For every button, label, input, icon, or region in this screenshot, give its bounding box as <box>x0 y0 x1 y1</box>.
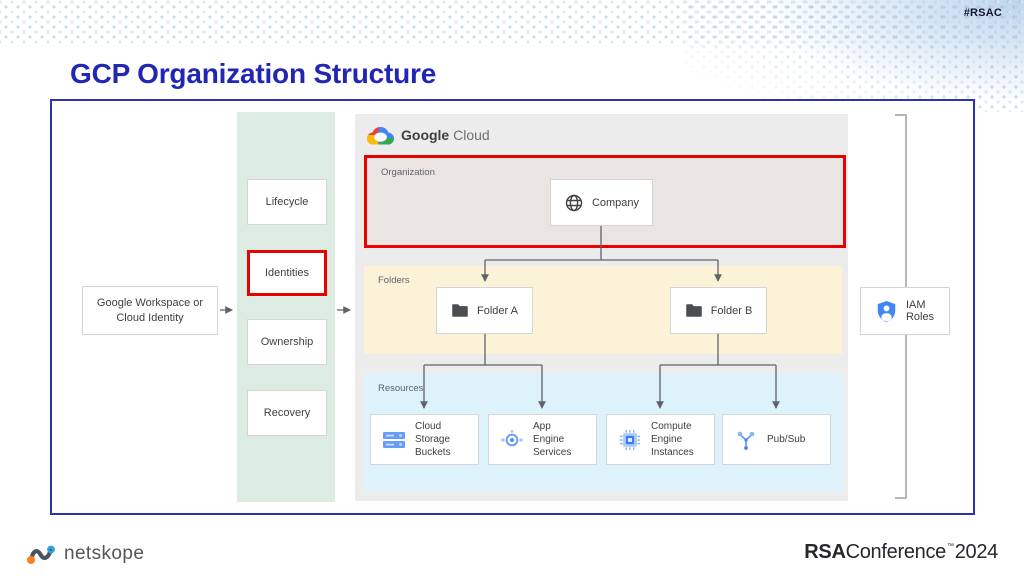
rsa-logo-year: 2024 <box>954 541 999 563</box>
corner-dot-pattern <box>684 0 1024 112</box>
iam-roles-node: IAM Roles <box>860 287 950 335</box>
resource-label: Pub/Sub <box>767 434 806 445</box>
google-workspace-box: Google Workspace or Cloud Identity <box>82 286 218 335</box>
pillar-recovery: Recovery <box>247 390 327 436</box>
pubsub-node: Pub/Sub <box>722 414 831 465</box>
folder-icon <box>452 304 468 317</box>
pillar-label: Identities <box>264 267 310 279</box>
pillar-identities-highlighted: Identities <box>247 250 327 296</box>
pillar-label: Lifecycle <box>265 196 309 208</box>
page-title: GCP Organization Structure <box>70 58 437 89</box>
rsa-logo-regular: Conference <box>845 541 947 563</box>
netskope-wordmark: netskope <box>64 543 145 564</box>
folder-icon <box>685 304 702 317</box>
netskope-logo-icon <box>27 545 55 564</box>
rsac-hashtag: #RSAC <box>963 7 1002 19</box>
pillar-label: Ownership <box>260 336 314 348</box>
resource-label: App Engine Services <box>533 421 572 458</box>
cloud-storage-node: Cloud Storage Buckets <box>370 414 479 465</box>
iam-roles-label: IAM Roles <box>905 299 935 323</box>
rsa-logo-tm: ™ <box>947 543 954 550</box>
folder-a-node: Folder A <box>436 287 533 334</box>
app-engine-icon <box>501 429 523 446</box>
diagram-container: Lifecycle Identities Ownership Recovery … <box>50 99 975 515</box>
globe-icon <box>565 194 583 211</box>
google-cloud-logo: Google Cloud <box>367 124 490 146</box>
resource-label: Cloud Storage Buckets <box>415 421 451 458</box>
organization-band-label: Organization <box>381 167 435 178</box>
rsa-logo-bold: RSA <box>804 541 846 563</box>
pillar-label: Recovery <box>263 407 311 419</box>
shield-icon <box>877 300 896 322</box>
pillar-ownership: Ownership <box>247 319 327 365</box>
google-cloud-logo-icon <box>367 126 394 145</box>
cloud-storage-icon <box>383 431 405 448</box>
resources-band-label: Resources <box>378 383 424 394</box>
logo-brand: Google <box>401 127 450 143</box>
folders-band-label: Folders <box>378 275 410 286</box>
google-cloud-logo-text: Google Cloud <box>401 127 490 143</box>
company-node: Company <box>550 179 653 226</box>
folder-label: Folder A <box>477 304 518 317</box>
company-label: Company <box>591 196 640 209</box>
folder-b-node: Folder B <box>670 287 767 334</box>
app-engine-node: App Engine Services <box>488 414 597 465</box>
pillar-lifecycle: Lifecycle <box>247 179 327 225</box>
logo-product: Cloud <box>453 127 490 143</box>
netskope-logo: netskope <box>24 540 144 568</box>
resource-label: Compute Engine Instances <box>651 421 694 458</box>
compute-engine-node: Compute Engine Instances <box>606 414 715 465</box>
compute-engine-icon <box>619 429 641 450</box>
folder-label: Folder B <box>710 304 753 317</box>
pubsub-icon <box>737 431 755 450</box>
governance-column <box>237 112 335 502</box>
